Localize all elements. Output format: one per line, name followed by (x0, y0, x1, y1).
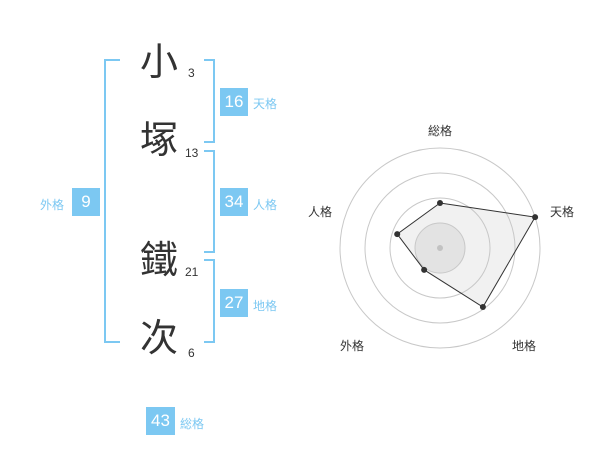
tenkaku-label: 天格 (253, 97, 278, 111)
chikaku-label: 地格 (253, 299, 278, 313)
stroke-count-1: 3 (188, 66, 195, 80)
stroke-count-3: 21 (185, 265, 199, 279)
gaikaku-value: 9 (72, 188, 100, 216)
jinkaku-label: 人格 (253, 198, 278, 212)
name-char-4: 次 (140, 316, 179, 360)
jinkaku-bracket (204, 150, 215, 253)
soukaku-value: 43 (146, 407, 175, 435)
radar-point-2 (532, 214, 539, 221)
stroke-count-4: 6 (188, 346, 195, 360)
radar-axis-label-5: 人格 (308, 204, 332, 219)
gaikaku-label: 外格 (40, 198, 65, 212)
stroke-count-2: 13 (185, 146, 199, 160)
soukaku-label: 総格 (180, 417, 205, 431)
radar-data-polygon (396, 202, 536, 308)
radar-ring-2 (389, 197, 491, 299)
jinkaku-value: 34 (220, 188, 248, 216)
chikaku-value: 27 (220, 289, 248, 317)
radar-axis-label-3: 地格 (512, 338, 536, 353)
radar-point-4 (421, 266, 428, 273)
chikaku-bracket (204, 259, 215, 343)
name-char-2: 塚 (140, 118, 179, 162)
radar-ring-4 (339, 147, 541, 349)
gaikaku-bracket (104, 59, 120, 343)
radar-axis-label-4: 外格 (340, 338, 364, 353)
name-char-3: 鐵 (140, 238, 179, 282)
radar-center-dot (437, 245, 443, 251)
radar-ring-3 (364, 172, 516, 324)
tenkaku-bracket (204, 59, 215, 143)
tenkaku-value: 16 (220, 88, 248, 116)
radar-axis-label-2: 天格 (550, 204, 574, 219)
radar-point-1 (437, 200, 443, 206)
radar-axis-label-1: 総格 (428, 123, 452, 138)
name-char-1: 小 (140, 40, 179, 84)
radar-point-3 (479, 304, 486, 311)
radar-point-5 (394, 231, 401, 238)
